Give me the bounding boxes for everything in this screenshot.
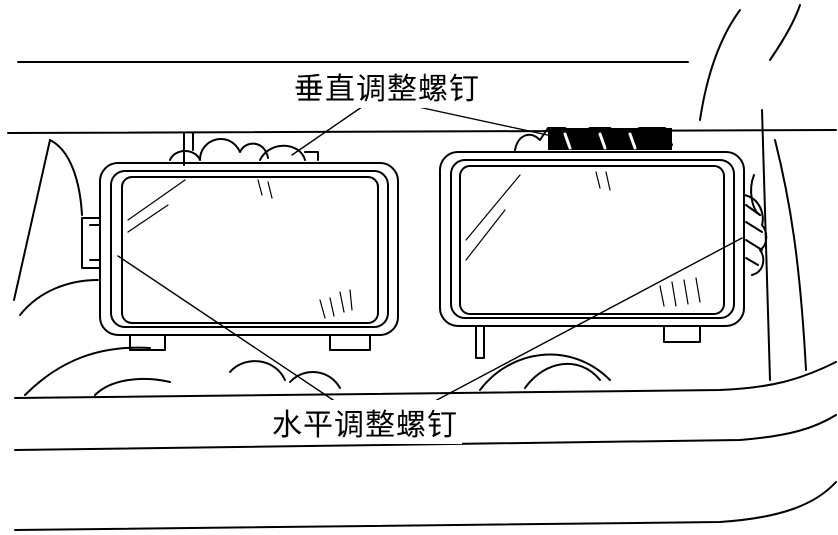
lower-bulge <box>95 379 170 395</box>
left-contour <box>20 280 98 315</box>
horizontal-screw-label: 水平调整螺钉 <box>268 400 462 444</box>
mid-bump-1 <box>230 361 285 380</box>
left-lens <box>122 177 378 323</box>
right-ribs <box>746 205 762 265</box>
fender-curve <box>700 10 740 120</box>
bumper-line-3 <box>15 482 836 530</box>
right-post <box>476 326 484 358</box>
fender-curve-2 <box>770 5 800 60</box>
left-body-curve <box>50 140 82 215</box>
right-glare <box>466 172 700 306</box>
left-stick <box>184 133 193 165</box>
left-housing-outer <box>100 163 398 335</box>
left-glare <box>128 180 352 318</box>
right-lens <box>460 166 724 314</box>
right-housing-inner <box>451 160 734 318</box>
left-mount-tab <box>82 218 100 268</box>
right-body-edge-2 <box>775 140 806 370</box>
right-tab <box>664 326 700 342</box>
right-housing-outer <box>440 152 744 326</box>
left-housing-inner <box>111 171 388 327</box>
leader-horizontal-right <box>418 238 742 410</box>
bumper-line-1 <box>15 362 836 398</box>
leader-vertical-left <box>292 100 372 155</box>
mid-wheel <box>480 355 610 390</box>
left-body-edge <box>14 140 50 300</box>
right-body-edge <box>762 110 770 380</box>
leader-horizontal-left <box>118 256 348 410</box>
vertical-screw-label: 垂直调整螺钉 <box>290 64 484 108</box>
mid-wheel-2 <box>525 364 600 388</box>
lower-curve <box>25 348 150 395</box>
bumper-top-line <box>8 130 836 133</box>
mid-bump-2 <box>290 372 340 388</box>
left-tabs <box>130 335 370 350</box>
